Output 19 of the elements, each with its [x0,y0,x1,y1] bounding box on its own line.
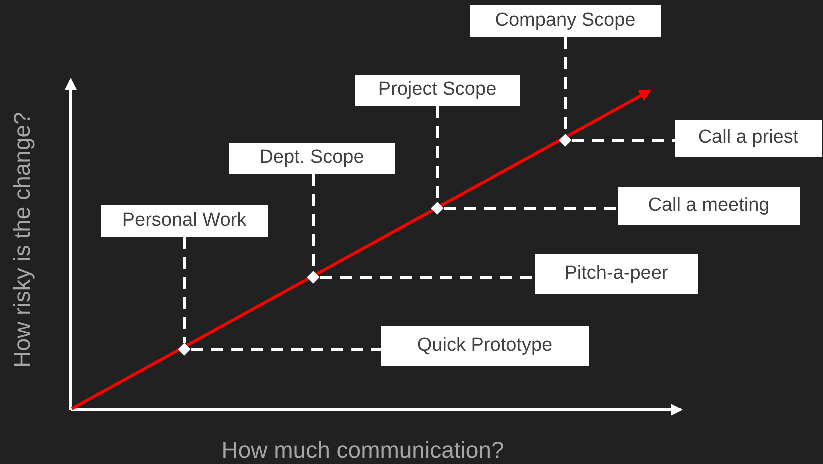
axis-title: How risky is the change? [8,112,36,368]
label-box: Call a priest [675,120,822,157]
point-marker [431,202,444,215]
label-box: Project Scope [355,75,520,106]
label-box: Quick Prototype [381,326,589,366]
axis-title: How much communication? [222,436,504,464]
label-box: Pitch-a-peer [535,254,698,294]
point-marker [178,343,191,356]
leader-line [444,207,618,210]
label-box: Dept. Scope [229,143,395,174]
point-marker [559,134,572,147]
leader-line [572,139,675,142]
leader-line [191,348,381,351]
label-box: Personal Work [101,205,268,237]
label-box: Call a meeting [618,187,800,225]
leader-line [183,237,186,343]
point-marker [307,271,320,284]
label-box: Company Scope [470,5,661,37]
leader-line [320,276,535,279]
